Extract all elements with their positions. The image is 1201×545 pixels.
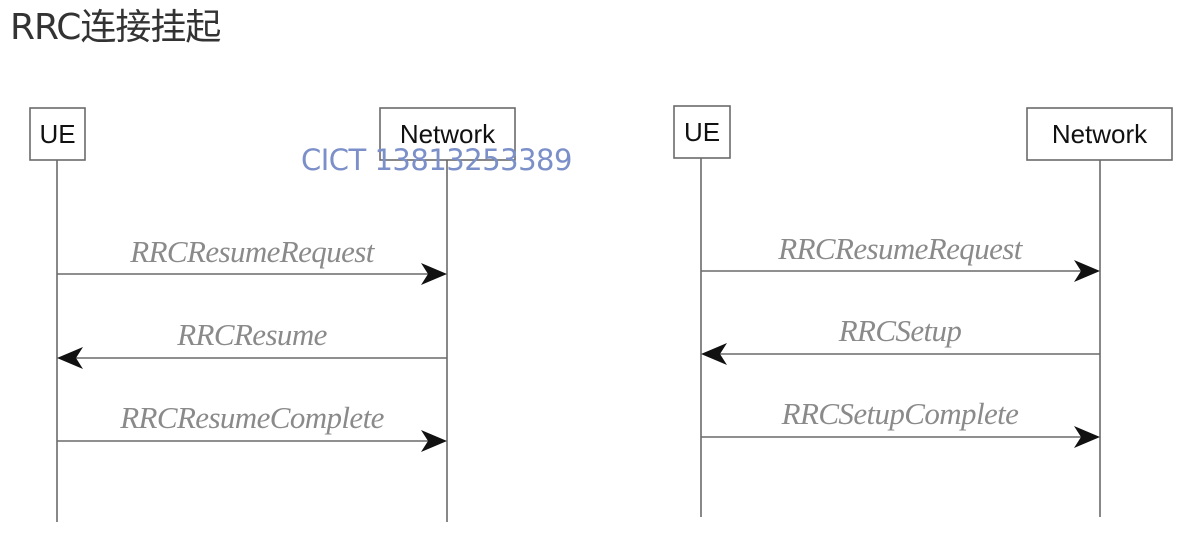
arrowhead-left-icon bbox=[701, 343, 727, 365]
right-network-label: Network bbox=[1052, 119, 1148, 149]
right-network-entity: Network bbox=[1026, 107, 1173, 161]
arrowhead-right-icon bbox=[421, 263, 447, 285]
arrowhead-right-icon bbox=[421, 430, 447, 452]
right-message-1-label: RRCResumeRequest bbox=[777, 231, 1023, 266]
watermark-text: CICT 13813253389 bbox=[301, 143, 572, 177]
left-message-1: RRCResumeRequest bbox=[57, 234, 447, 285]
right-message-2: RRCSetup bbox=[701, 313, 1100, 365]
left-message-1-label: RRCResumeRequest bbox=[129, 234, 375, 269]
left-network-label: Network bbox=[400, 119, 496, 149]
arrowhead-left-icon bbox=[57, 347, 83, 369]
arrowhead-right-icon bbox=[1074, 260, 1100, 282]
right-ue-label: UE bbox=[684, 117, 720, 147]
left-message-3-label: RRCResumeComplete bbox=[119, 400, 384, 435]
left-sequence-diagram: UE Network RRCResumeRequest RRCResume RR… bbox=[29, 107, 516, 522]
page-title: RRC连接挂起 bbox=[10, 7, 221, 48]
right-message-2-label: RRCSetup bbox=[838, 313, 962, 348]
right-message-3: RRCSetupComplete bbox=[701, 396, 1100, 448]
left-network-entity: Network bbox=[379, 107, 516, 161]
right-message-3-label: RRCSetupComplete bbox=[781, 396, 1019, 431]
right-sequence-diagram: UE Network RRCResumeRequest RRCSetup RRC… bbox=[673, 105, 1173, 517]
right-ue-entity: UE bbox=[673, 105, 731, 159]
left-ue-label: UE bbox=[39, 119, 75, 149]
left-message-3: RRCResumeComplete bbox=[57, 400, 447, 452]
left-message-2: RRCResume bbox=[57, 317, 447, 369]
left-message-2-label: RRCResume bbox=[176, 317, 327, 352]
left-ue-entity: UE bbox=[29, 107, 86, 161]
right-message-1: RRCResumeRequest bbox=[701, 231, 1100, 282]
arrowhead-right-icon bbox=[1074, 426, 1100, 448]
